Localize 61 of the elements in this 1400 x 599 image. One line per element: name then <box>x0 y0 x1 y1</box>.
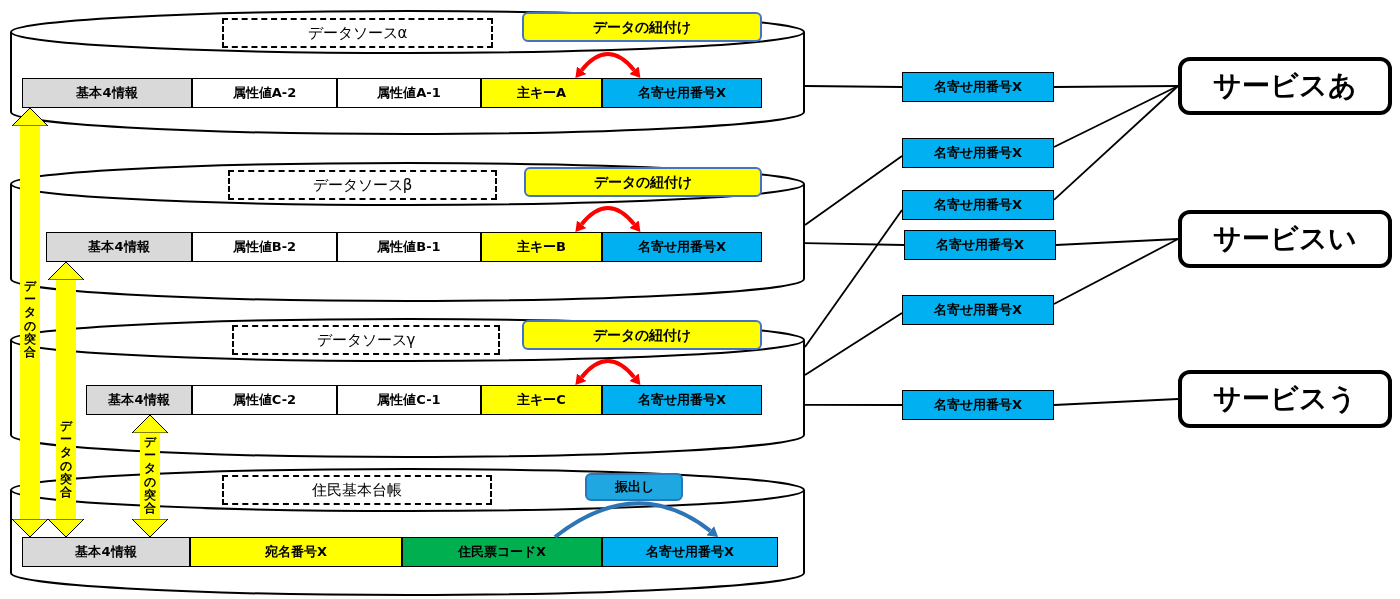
connector-line <box>1055 238 1179 246</box>
data-field: 基本4情報 <box>22 78 192 108</box>
data-field: 属性値C-1 <box>337 385 481 415</box>
double-arrow <box>131 414 169 538</box>
service-box: サービスう <box>1178 370 1392 428</box>
service-box: サービスい <box>1178 210 1392 268</box>
edge-label: データの突合 <box>60 420 72 500</box>
id-number-tag: 名寄せ用番号X <box>902 390 1054 420</box>
source-title: 住民基本台帳 <box>222 475 492 505</box>
id-number-tag: 名寄せ用番号X <box>904 230 1056 260</box>
connector-line <box>804 155 903 226</box>
id-number-tag: 名寄せ用番号X <box>902 190 1054 220</box>
data-field: 属性値C-2 <box>192 385 337 415</box>
service-box: サービスあ <box>1178 57 1392 115</box>
double-arrow <box>575 52 641 78</box>
edge-label: データの紐付け <box>522 320 762 350</box>
edge-label: 振出し <box>585 473 683 501</box>
database-cylinder <box>10 162 805 302</box>
source-title: データソースβ <box>228 170 497 200</box>
connector-line <box>1053 85 1179 201</box>
id-number-tag: 名寄せ用番号X <box>902 295 1054 325</box>
connector-line <box>804 242 905 246</box>
data-field: 名寄せ用番号X <box>602 78 762 108</box>
id-number-tag: 名寄せ用番号X <box>902 72 1054 102</box>
data-field: 属性値B-2 <box>192 232 337 262</box>
double-arrow <box>11 107 49 538</box>
data-field: 名寄せ用番号X <box>602 232 762 262</box>
source-title: データソースγ <box>232 325 500 355</box>
data-field: 宛名番号X <box>190 537 402 567</box>
id-number-tag: 名寄せ用番号X <box>902 138 1054 168</box>
data-field: 住民票コードX <box>402 537 602 567</box>
connector-line <box>804 312 903 376</box>
double-arrow <box>575 206 641 232</box>
connector-line <box>1053 398 1179 406</box>
data-field: 属性値B-1 <box>337 232 481 262</box>
data-field: 基本4情報 <box>22 537 190 567</box>
connector-line <box>1053 85 1179 148</box>
connector-line <box>1053 238 1179 305</box>
data-field: 主キーB <box>481 232 602 262</box>
data-field: 基本4情報 <box>46 232 192 262</box>
connector-line <box>804 209 903 348</box>
data-field: 属性値A-2 <box>192 78 337 108</box>
data-field: 名寄せ用番号X <box>602 385 762 415</box>
database-cylinder <box>10 318 805 458</box>
data-field: 基本4情報 <box>86 385 192 415</box>
database-cylinder <box>10 10 805 135</box>
connector-line <box>1053 85 1179 88</box>
data-field: 名寄せ用番号X <box>602 537 778 567</box>
data-field: 主キーC <box>481 385 602 415</box>
data-field: 主キーA <box>481 78 602 108</box>
edge-label: データの紐付け <box>522 12 762 42</box>
connector-line <box>804 85 903 88</box>
double-arrow <box>575 359 641 385</box>
edge-label: データの突合 <box>144 436 156 516</box>
connector-line <box>804 403 903 406</box>
double-arrow <box>47 261 85 538</box>
double-arrow <box>553 501 719 539</box>
data-field: 属性値A-1 <box>337 78 481 108</box>
edge-label: データの紐付け <box>524 167 762 197</box>
edge-label: データの突合 <box>24 280 36 360</box>
source-title: データソースα <box>222 18 493 48</box>
